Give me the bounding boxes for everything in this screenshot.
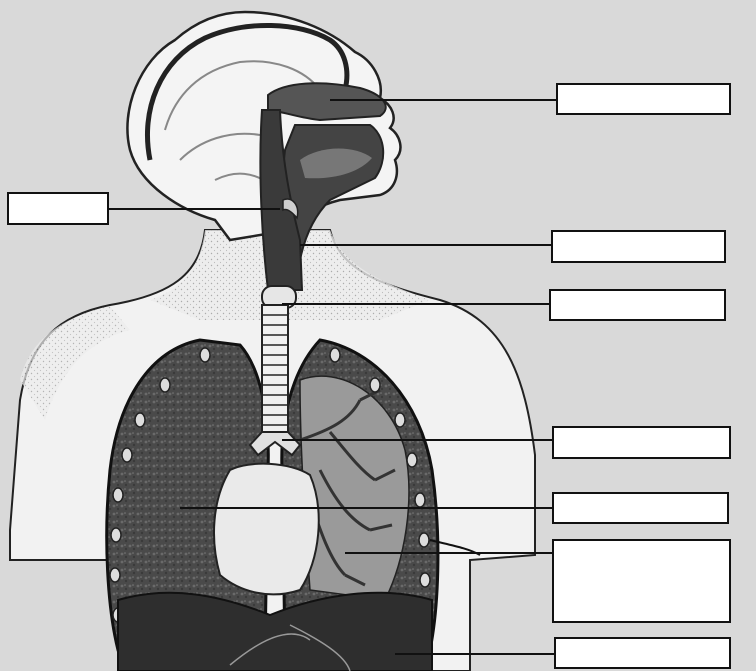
label-box-nasal-cavity[interactable] [557, 84, 730, 114]
label-box-bronchioles[interactable] [553, 540, 730, 622]
label-box-bronchus[interactable] [553, 427, 730, 458]
heart [214, 464, 319, 595]
label-box-diaphragm[interactable] [555, 638, 730, 668]
label-box-pharynx[interactable] [552, 231, 725, 262]
label-box-lung[interactable] [553, 493, 728, 523]
label-box-epiglottis[interactable] [8, 193, 108, 224]
label-box-larynx[interactable] [550, 290, 725, 320]
